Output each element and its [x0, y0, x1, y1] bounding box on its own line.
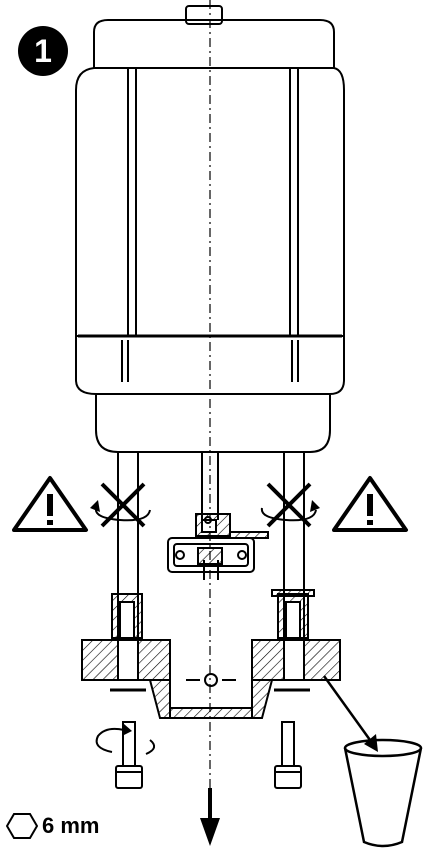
- rotate-arrow-icon: [95, 727, 125, 753]
- screw-right: [274, 721, 302, 789]
- dispose-arrow-icon: [322, 675, 378, 752]
- step-number-badge: 1: [18, 26, 68, 76]
- tool-size-text: 6 mm: [42, 813, 100, 838]
- actuator-housing-bottom: [75, 336, 345, 453]
- cup-icon: [343, 738, 423, 848]
- actuator-housing-top: [93, 19, 335, 68]
- top-cap: [185, 5, 223, 25]
- tool-size-label: 6 mm: [6, 812, 99, 840]
- remove-down-arrow-icon: [200, 788, 220, 846]
- screw-left: [115, 721, 143, 789]
- no-rotate-left-icon: [94, 482, 151, 528]
- warning-right-icon: [332, 476, 408, 532]
- no-rotate-right-icon: [260, 482, 317, 528]
- warning-left-icon: [12, 476, 88, 532]
- hex-key-icon: [6, 813, 38, 839]
- coupling-plate: [167, 537, 255, 573]
- step-number: 1: [34, 32, 52, 69]
